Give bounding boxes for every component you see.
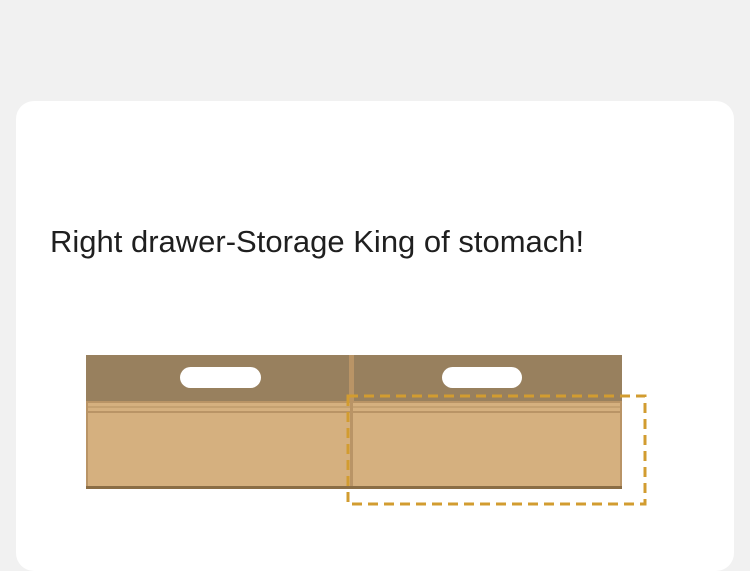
drawer-right-edge — [620, 401, 622, 487]
left-drawer-handle — [180, 367, 261, 388]
section-heading: Right drawer-Storage King of stomach! — [50, 224, 585, 259]
drawer-body — [86, 401, 622, 487]
drawer-rail-line — [86, 406, 622, 408]
drawer-bottom-edge — [86, 486, 622, 489]
drawer-divider-front — [350, 401, 353, 487]
drawer-rail-line — [86, 411, 622, 413]
content-card — [16, 101, 734, 571]
drawer-rail-line — [86, 401, 622, 403]
drawer-left-edge — [86, 401, 88, 487]
right-drawer-handle — [442, 367, 522, 388]
right-drawer-highlight — [346, 394, 647, 506]
drawer-illustration — [86, 355, 647, 506]
